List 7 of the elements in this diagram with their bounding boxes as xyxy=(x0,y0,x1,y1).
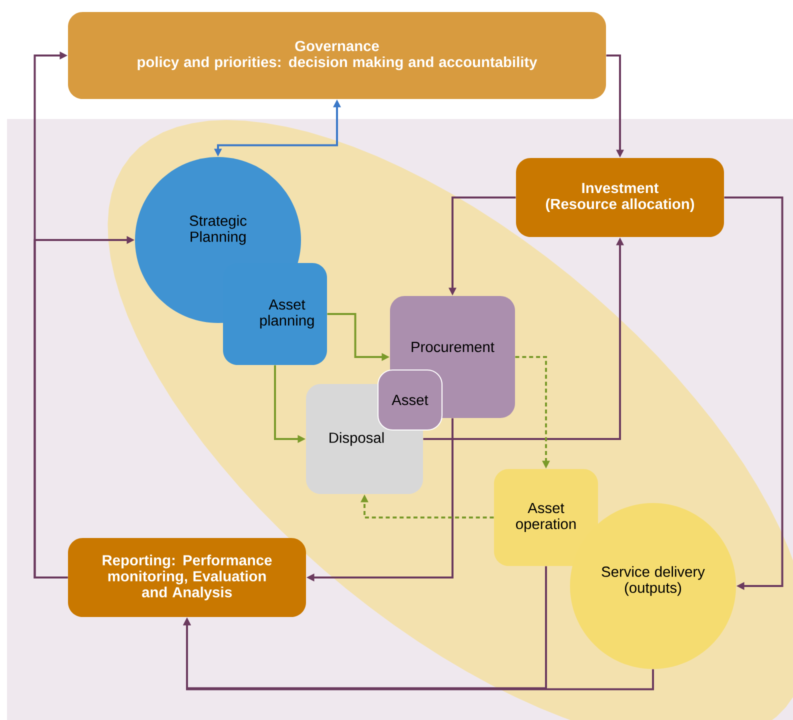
process-box: Asset planning xyxy=(223,263,327,365)
governance-box: Governance policy and priorities: decision making and accountability xyxy=(68,12,606,99)
process-box: Asset xyxy=(377,369,443,431)
process-box: Asset operation xyxy=(494,469,598,566)
process-box: Reporting: Performance monitoring, Evaluation and Analysis xyxy=(68,538,306,617)
process-box: Investment (Resource allocation) xyxy=(516,158,724,237)
arrow xyxy=(724,196,784,590)
